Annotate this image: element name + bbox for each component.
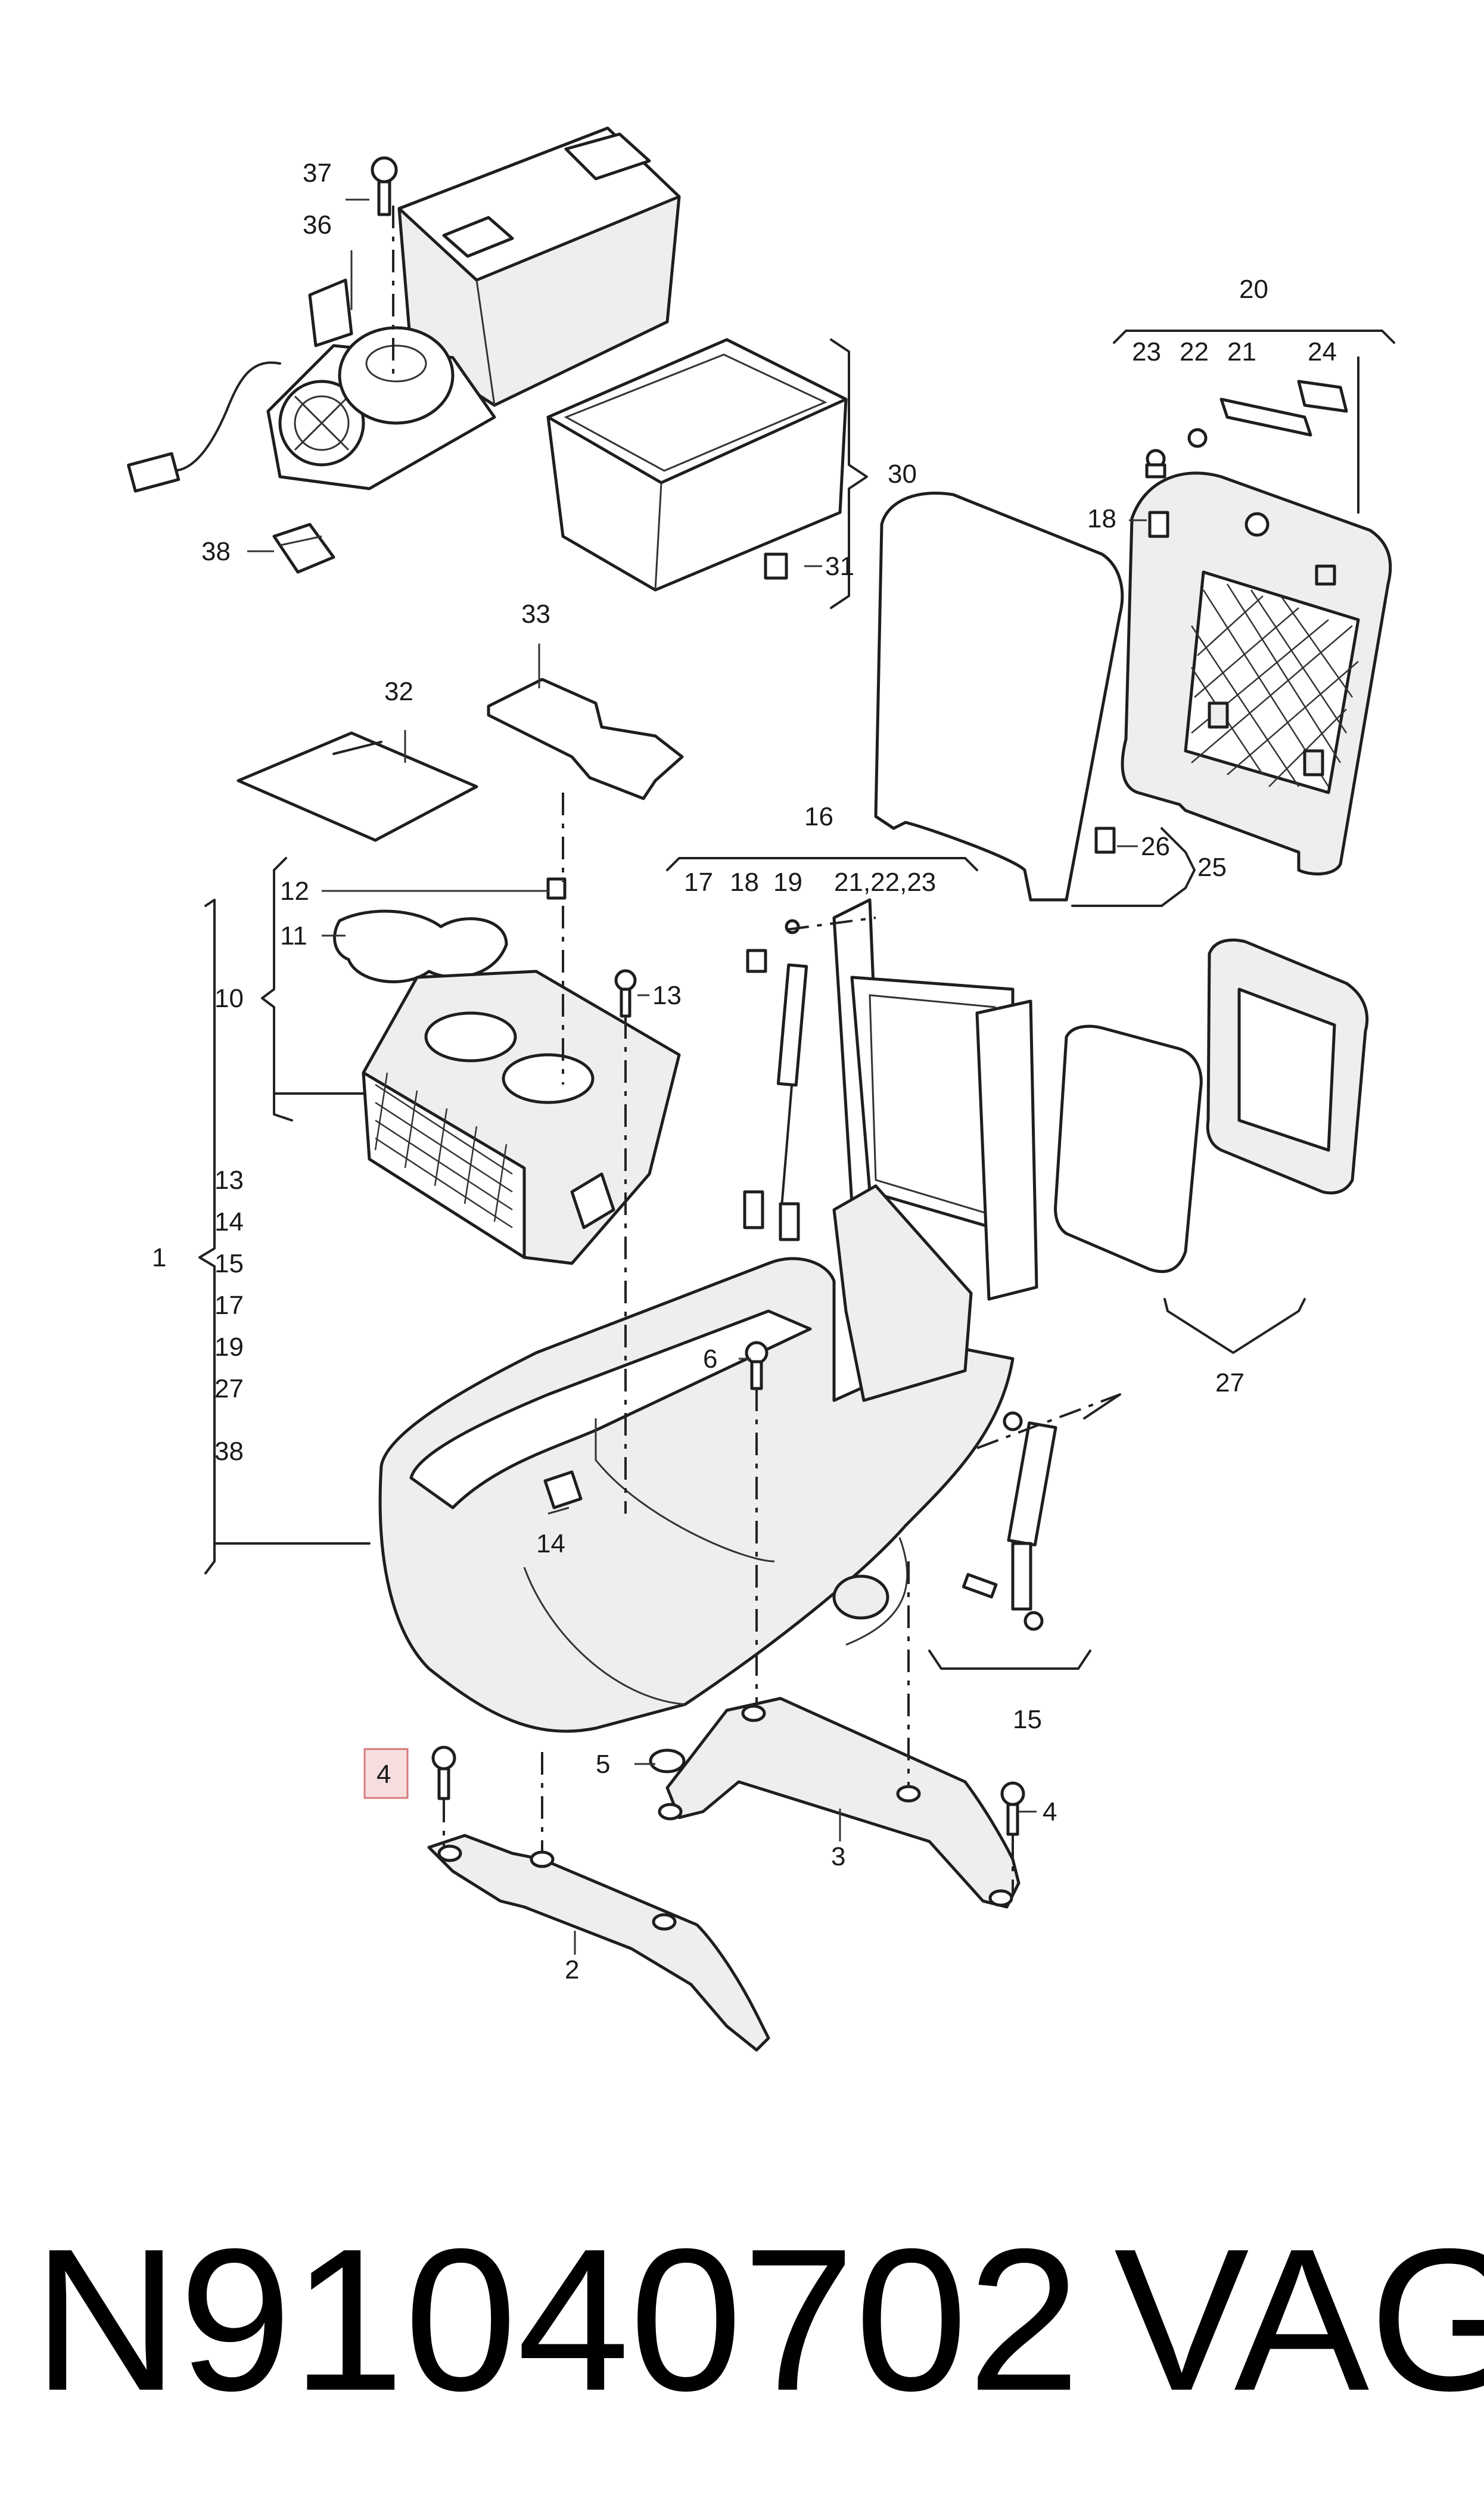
part-number: N91040702 [33,2207,1080,2433]
gas-spring [928,1393,1121,1670]
armrest-lid [874,491,1196,907]
callout-10: 10 [214,984,244,1013]
group1-item: 19 [214,1333,244,1362]
group1-item: 14 [214,1207,244,1237]
callout-25: 25 [1197,853,1227,882]
callout-3: 3 [831,1842,845,1871]
callout-5: 5 [596,1750,610,1779]
callout-31: 31 [825,552,854,581]
callout-37: 37 [303,159,332,188]
callout-4-right: 4 [1043,1797,1057,1827]
assembly-lines [392,206,1121,1895]
callout-18: 18 [730,868,759,897]
callout-13: 13 [652,981,682,1010]
callout-36: 36 [303,210,332,240]
callout-1: 1 [152,1243,166,1272]
lid-hinge-assembly [743,898,1038,1402]
callout-12: 12 [280,877,309,906]
callout-32: 32 [384,677,413,706]
callout-20: 20 [1239,275,1268,304]
callout-15: 15 [1013,1705,1042,1734]
mounting-bracket-3 [658,1697,1021,1909]
callout-16: 16 [804,802,833,831]
callout-21: 21 [1227,337,1256,366]
mounting-bracket-2 [427,1834,770,2052]
brand-label: VAG [1114,2207,1484,2433]
callout-6: 6 [703,1344,717,1374]
callout-4-highlighted: 4 [377,1760,391,1789]
callout-24: 24 [1308,337,1337,366]
cover-pad [1054,938,1369,1354]
lid-inner-frame [1113,330,1395,876]
callout-26: 26 [1141,832,1170,861]
cup-holder-group [333,877,681,1265]
storage-tray [546,338,868,609]
callout-18-top: 18 [1087,504,1116,533]
footer: N91040702 VAG [33,2207,1484,2433]
callout-11: 11 [280,921,307,951]
callout-2: 2 [565,1955,579,1984]
callout-27: 27 [1215,1368,1245,1397]
callout-33: 33 [521,600,550,629]
group1-item: 38 [214,1437,244,1466]
callout-23: 23 [1132,337,1161,366]
fasteners [431,1745,1025,1836]
highlight-box [363,1748,409,1799]
callout-21-22-23: 21,22,23 [834,868,936,897]
callout-38: 38 [201,537,231,566]
callout-14: 14 [536,1529,565,1558]
callout-22: 22 [1180,337,1209,366]
callout-30: 30 [888,459,917,489]
cover-plates [237,678,684,842]
group1-item: 27 [214,1374,244,1403]
callouts: 37 36 38 30 31 33 32 20 23 22 21 24 18 1… [152,159,1337,1984]
callout-17: 17 [684,868,713,897]
group1-item: 17 [214,1291,244,1320]
group1-item: 13 [214,1166,244,1195]
console-body [378,1257,1015,1733]
cool-box-assembly [127,126,681,574]
leader-lines [198,198,1147,1955]
group1-item: 15 [214,1249,244,1278]
callout-19: 19 [773,868,802,897]
